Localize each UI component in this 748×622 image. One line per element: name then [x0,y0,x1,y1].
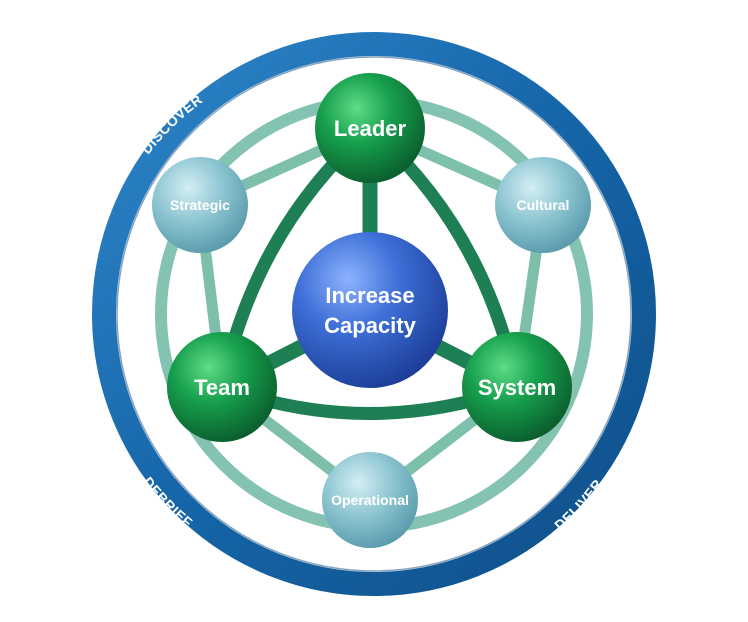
node-team-label: Team [194,375,250,400]
outer-ring-inner-edge [116,56,632,572]
node-leader-sphere [315,73,425,183]
node-strategic: Strategic [152,157,248,253]
node-operational-sphere [322,452,418,548]
node-operational-label: Operational [331,492,409,508]
center-sphere [292,232,448,388]
node-leader-label: Leader [334,116,407,141]
node-cultural-label: Cultural [517,197,570,213]
node-team-sphere [167,332,277,442]
node-strategic-label: Strategic [170,197,230,213]
node-leader: Leader [315,73,425,183]
node-system-label: System [478,375,556,400]
node-increase-capacity: Increase Capacity [292,232,448,388]
node-operational: Operational [322,452,418,548]
node-cultural: Cultural [495,157,591,253]
outer-process-ring [92,32,656,596]
center-label-line2: Capacity [324,313,416,338]
node-strategic-sphere [152,157,248,253]
node-team: Team [167,332,277,442]
node-system-sphere [462,332,572,442]
node-system: System [462,332,572,442]
node-cultural-sphere [495,157,591,253]
center-label-line1: Increase [325,283,414,308]
